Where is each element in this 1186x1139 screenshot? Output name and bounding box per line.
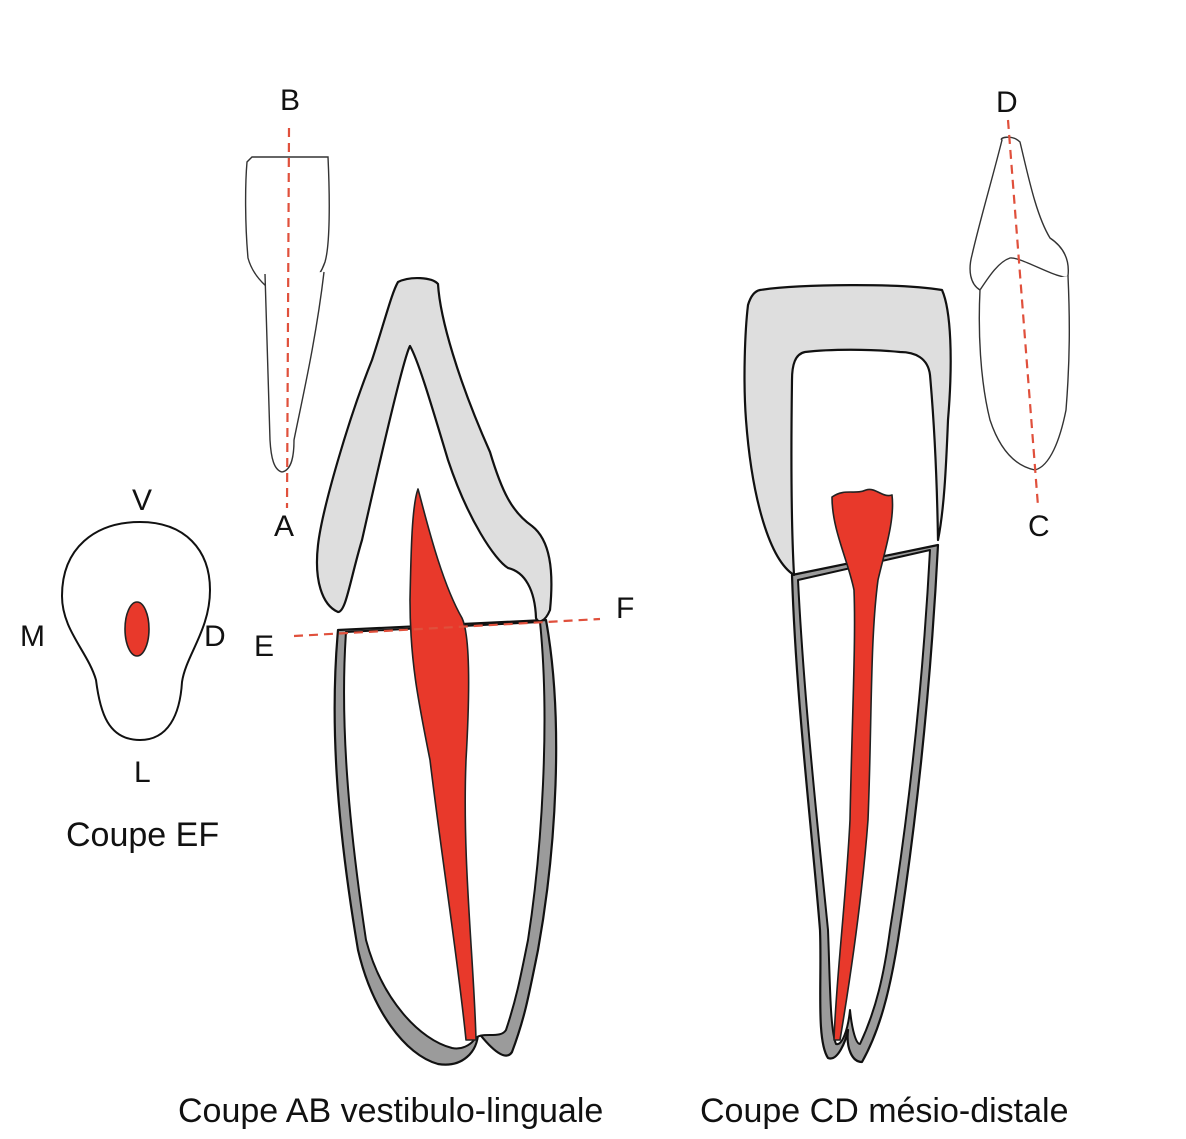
caption-coupe-cd: Coupe CD mésio-distale: [700, 1092, 1069, 1130]
section-line-ef: [293, 617, 601, 638]
ref-tooth-cd-crown-outline: [969, 136, 1069, 291]
label-m: M: [20, 620, 45, 653]
label-d-cd: D: [996, 86, 1018, 119]
label-c: C: [1028, 510, 1050, 543]
section-ab: E F Coupe AB vestibulo-linguale: [178, 277, 634, 1130]
ab-enamel-crown: [315, 277, 553, 623]
label-l: L: [134, 756, 151, 789]
label-d-ef: D: [204, 620, 226, 653]
section-line-ab: [285, 127, 291, 509]
reference-tooth-cd: D C: [969, 86, 1071, 543]
label-e: E: [254, 630, 274, 663]
reference-tooth-ab: B A: [244, 84, 330, 543]
ref-tooth-cd-root-outline: [978, 275, 1071, 471]
label-b: B: [280, 84, 300, 117]
section-line-cd: [1006, 119, 1040, 507]
ref-tooth-ab-root-outline: [264, 271, 325, 473]
caption-coupe-ab: Coupe AB vestibulo-linguale: [178, 1092, 603, 1130]
label-v: V: [132, 484, 152, 517]
label-f: F: [616, 592, 634, 625]
cd-enamel-crown: [743, 284, 952, 577]
caption-coupe-ef: Coupe EF: [66, 816, 219, 854]
label-a: A: [274, 510, 294, 543]
ef-pulp-canal: [124, 601, 150, 657]
cd-pulp: [831, 488, 894, 1041]
section-cd: Coupe CD mésio-distale: [700, 284, 1069, 1130]
section-ef: V M D L Coupe EF: [20, 484, 226, 854]
